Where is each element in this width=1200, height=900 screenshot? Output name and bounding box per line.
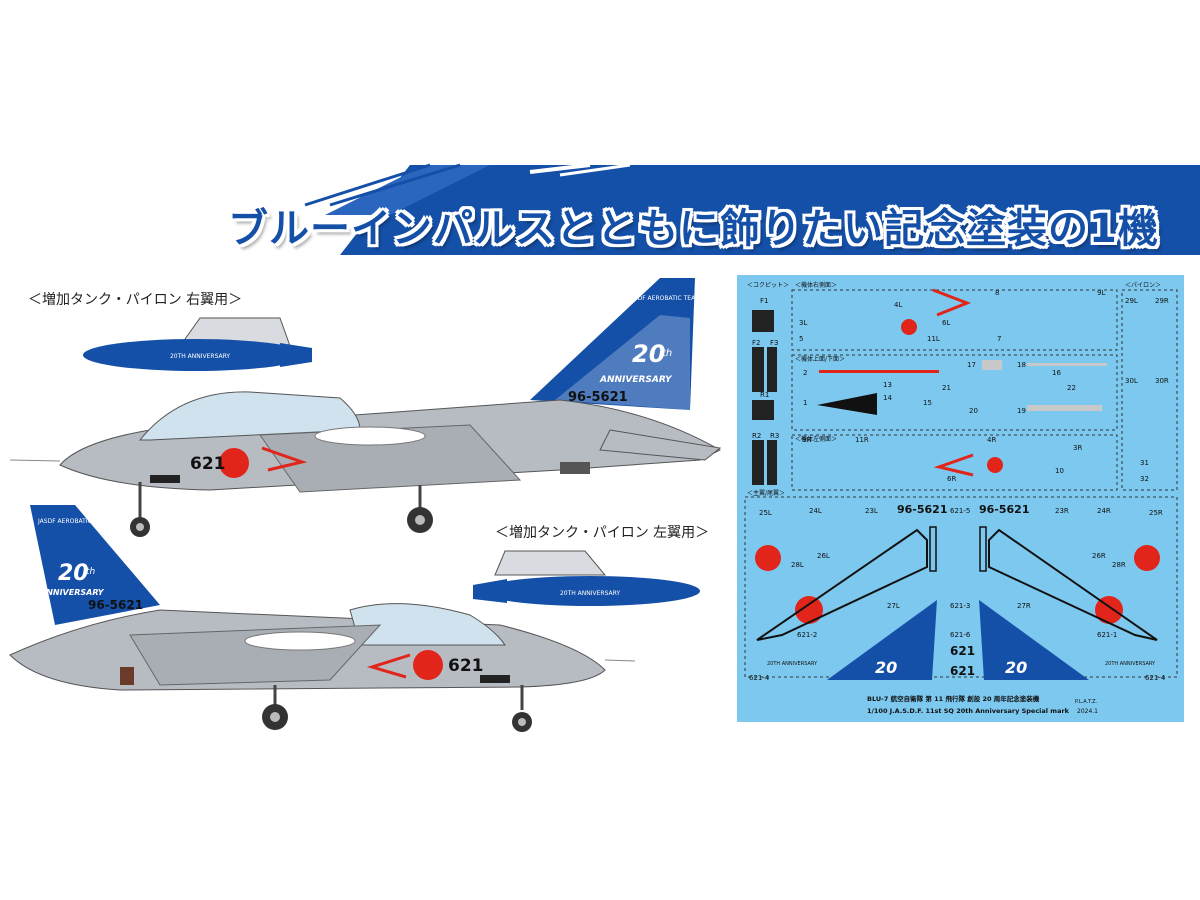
label-621-4-right: 621-4	[1145, 674, 1166, 682]
drop-tank-right: 20TH ANNIVERSARY	[83, 317, 312, 371]
section-fuselage-left: ＜機体左側面＞	[795, 435, 837, 443]
nose-code-lower: 621	[448, 656, 484, 676]
label-16: 16	[1052, 369, 1061, 377]
label-17: 17	[967, 361, 976, 369]
label-23R: 23R	[1055, 507, 1069, 515]
label-R2: R2	[752, 432, 761, 440]
label-621-2: 621-2	[797, 631, 817, 639]
label-26L: 26L	[817, 552, 830, 560]
label-6L: 6L	[942, 319, 950, 327]
label-27L: 27L	[887, 602, 900, 610]
label-30R: 30R	[1155, 377, 1169, 385]
label-5: 5	[799, 335, 803, 343]
label-R3: R3	[770, 432, 779, 440]
label-24R: 24R	[1097, 507, 1111, 515]
sheet-maker: P.L.A.T.Z.	[1075, 699, 1098, 705]
label-25L: 25L	[759, 509, 772, 517]
section-cockpit: ＜コクピット＞	[747, 282, 789, 289]
label-621-6: 621-6	[950, 631, 971, 639]
sheet-tail-number-left: 20	[875, 658, 897, 677]
label-9L: 9L	[1097, 289, 1105, 297]
sheet-serial-1: 96-5621	[897, 503, 948, 516]
section-main-wing-tail: ＜主翼/尾翼＞	[747, 489, 785, 497]
label-9R: 9R	[802, 436, 811, 444]
aircraft-right-side: 621 96-5621 20 th ANNIVERSARY JASDF AERO…	[9, 278, 722, 537]
label-29L: 29L	[1125, 297, 1138, 305]
label-4L: 4L	[894, 301, 902, 309]
label-20: 20	[969, 407, 978, 415]
label-15: 15	[923, 399, 932, 407]
sheet-code-2: 621	[950, 664, 975, 678]
label-R1: R1	[760, 391, 769, 399]
label-13: 13	[883, 381, 892, 389]
label-621-4-left: 621-4	[749, 674, 770, 682]
headline-title: ブルーインパルスとともに飾りたい記念塗装の1機	[228, 206, 1159, 252]
label-21: 21	[942, 384, 951, 392]
label-23L: 23L	[865, 507, 878, 515]
label-3R: 3R	[1073, 444, 1082, 452]
label-22: 22	[1067, 384, 1076, 392]
tail-team-lower: JASDF AEROBATIC TEAM	[37, 518, 110, 525]
label-30L: 30L	[1125, 377, 1138, 385]
label-28L: 28L	[791, 561, 804, 569]
sheet-anniv-right: 20TH ANNIVERSARY	[1105, 661, 1156, 667]
sheet-serial-2: 96-5621	[979, 503, 1030, 516]
tail-anniversary-upper: ANNIVERSARY	[599, 375, 673, 385]
sheet-anniv-left: 20TH ANNIVERSARY	[767, 661, 818, 667]
label-10: 10	[1055, 467, 1064, 475]
section-fuselage-right: ＜機体右側面＞	[795, 281, 837, 289]
tank-left-text: 20TH ANNIVERSARY	[560, 590, 620, 597]
caption-tank-right: ＜増加タンク・パイロン 右翼用＞	[28, 292, 243, 308]
tail-serial-lower: 96-5621	[88, 598, 143, 612]
sheet-date: 2024.1	[1077, 708, 1098, 715]
sheet-code-1: 621	[950, 644, 975, 658]
label-14: 14	[883, 394, 892, 402]
label-25R: 25R	[1149, 509, 1163, 517]
label-6R: 6R	[947, 475, 956, 483]
caption-tank-left: ＜増加タンク・パイロン 左翼用＞	[495, 525, 710, 541]
label-621-3: 621-3	[950, 602, 970, 610]
label-621-5: 621-5	[950, 507, 970, 515]
label-28R: 28R	[1112, 561, 1126, 569]
label-18: 18	[1017, 361, 1026, 369]
label-F2: F2	[752, 339, 760, 347]
label-24L: 24L	[809, 507, 822, 515]
label-F1: F1	[760, 297, 768, 305]
label-2: 2	[803, 369, 807, 377]
section-pylon: ＜パイロン＞	[1125, 282, 1161, 289]
sheet-footer-line2: 1/100 J.A.S.D.F. 11st SQ 20th Anniversar…	[867, 707, 1070, 715]
header-banner	[304, 163, 1200, 255]
label-1: 1	[803, 399, 807, 407]
aircraft-left-side: 621 96-5621 20 th ANNIVERSARY JASDF AERO…	[9, 505, 636, 732]
label-4R: 4R	[987, 436, 996, 444]
label-3L: 3L	[799, 319, 807, 327]
section-fuselage-top-bottom: ＜機体上面/下面＞	[795, 355, 845, 363]
label-31: 31	[1140, 459, 1149, 467]
drop-tank-left: 20TH ANNIVERSARY	[473, 550, 700, 606]
tail-number-suffix-upper: th	[662, 348, 672, 359]
tail-number-upper: 20	[632, 340, 665, 368]
nose-code-upper: 621	[190, 454, 226, 474]
label-F3: F3	[770, 339, 778, 347]
label-32: 32	[1140, 475, 1149, 483]
decal-sheet: ＜コクピット＞ ＜機体右側面＞ ＜機体上面/下面＞ ＜機体左側面＞ ＜主翼/尾翼…	[737, 275, 1184, 722]
tail-number-suffix-lower: th	[86, 567, 96, 577]
sheet-tail-number-right: 20	[1005, 658, 1027, 677]
label-11R: 11R	[855, 436, 869, 444]
label-7: 7	[997, 335, 1001, 343]
tank-right-text: 20TH ANNIVERSARY	[170, 353, 230, 360]
tail-team-upper: JASDF AEROBATIC TEAM	[627, 295, 700, 302]
tail-anniversary-lower: ANNIVERSARY	[39, 588, 105, 597]
label-621-1: 621-1	[1097, 631, 1117, 639]
label-27R: 27R	[1017, 602, 1031, 610]
label-29R: 29R	[1155, 297, 1169, 305]
label-26R: 26R	[1092, 552, 1106, 560]
tail-serial-upper: 96-5621	[568, 390, 628, 405]
label-19: 19	[1017, 407, 1026, 415]
sheet-footer-line1: BLU-7 航空自衛隊 第 11 飛行隊 創設 20 周年記念塗装機	[867, 694, 1040, 703]
label-8: 8	[995, 289, 999, 297]
label-11L: 11L	[927, 335, 940, 343]
tail-number-lower: 20	[58, 561, 89, 586]
